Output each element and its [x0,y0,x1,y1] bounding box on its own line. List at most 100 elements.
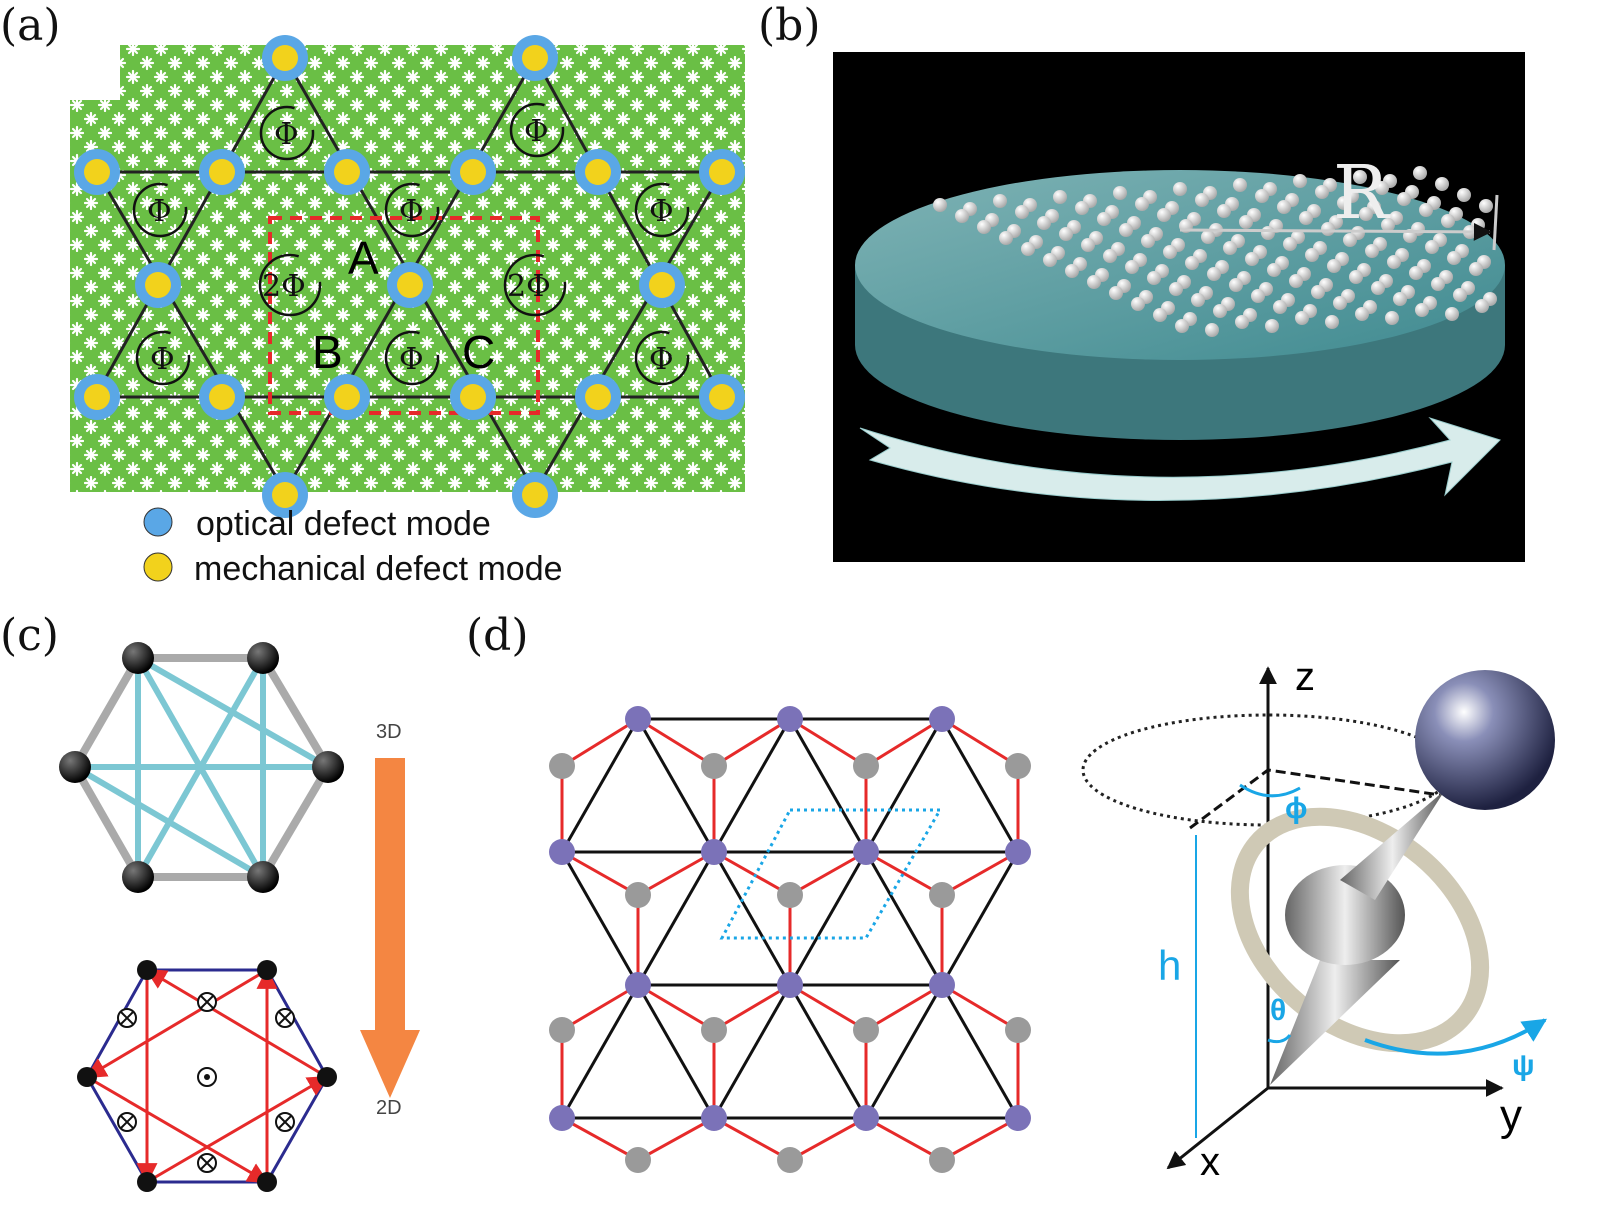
carbon-atom [1119,223,1133,237]
panel-d-label: (d) [466,610,529,661]
mechanical-defect-node [709,159,735,185]
carbon-atom [1233,178,1247,192]
carbon-atom [1289,274,1303,288]
carbon-atom [1153,308,1167,322]
carbon-atom [1109,286,1123,300]
mechanical-defect-node [272,45,298,71]
carbon-atom [1445,307,1459,321]
carbon-atom [1075,201,1089,215]
gyroscope-upper-spike [1340,790,1445,900]
carbon-atom [1265,319,1279,333]
red-bond [865,850,943,897]
carbon-atom [1327,259,1341,273]
red-bond [713,850,791,897]
carbon-atom [1195,193,1209,207]
carbon-atom [1435,177,1449,191]
carbon-atom [1169,282,1183,296]
red-bond [637,850,715,897]
purple-site [1005,1105,1031,1131]
label-3d: 3D [376,721,402,743]
carbon-atom [1245,252,1259,266]
z-axis-label: z [1295,655,1315,699]
mechanical-defect-node [334,159,360,185]
gray-site [853,753,879,779]
flux-phi-label: Φ [274,117,299,152]
carbon-atom [1365,244,1379,258]
grey-strut [71,655,142,770]
x-axis [1166,1086,1269,1170]
carbon-atom [1163,245,1177,259]
theta-label: θ [1270,994,1286,1027]
gyroscope-lower-cone [1270,960,1400,1085]
carbon-atom [1311,285,1325,299]
black-bond [940,851,1020,986]
icosahedron [59,642,344,893]
carbon-atom [1475,299,1489,313]
legend-mechanical-text: mechanical defect mode [194,550,563,588]
cross-mark [120,1115,134,1129]
height-label: h [1158,942,1181,989]
black-bond [636,984,716,1119]
vertex-ball [122,642,154,674]
flux-circulation-arrow [384,182,440,238]
red-bond [561,717,639,768]
mechanical-defect-node [209,159,235,185]
carbon-atom [1201,230,1215,244]
gray-site [929,882,955,908]
carbon-atom [1321,222,1335,236]
carbon-atom [1431,277,1445,291]
carbon-atom [1185,256,1199,270]
purple-site [929,706,955,732]
carbon-atom [1343,233,1357,247]
carbon-atom [1213,304,1227,318]
black-bond [636,851,716,986]
red-bond [865,1116,943,1162]
dot-mark [204,1074,210,1080]
carbon-atom [1479,199,1493,213]
mechanical-defect-node [585,384,611,410]
cross-mark [278,1115,292,1129]
hexagon-vertex [317,1067,337,1087]
carbon-atom [1147,271,1161,285]
grey-strut [71,765,142,879]
purple-site [853,1105,879,1131]
purple-site [625,706,651,732]
red-hopping-arrow [145,968,328,1079]
red-hopping-arrow [146,1075,329,1184]
red-hopping-arrow [85,968,268,1079]
projection-lines [1189,768,1441,830]
vertex-ball [59,751,91,783]
flux-phi-label: Φ [399,342,424,377]
carbon-atom [1337,196,1351,210]
black-bond [864,718,944,853]
red-bond [637,983,715,1032]
carbon-atom [1021,242,1035,256]
phi-arc [1239,783,1301,798]
flux-circulation-arrow [509,102,565,158]
red-bond [713,1116,791,1162]
red-bond [941,1116,1019,1162]
legend-mechanical-marker [143,552,173,582]
gray-site [929,1147,955,1173]
psi-arrow [1364,1018,1548,1056]
carbon-atom [1157,208,1171,222]
panel-d-gyroscope-lattice: z y x h θ ϕ ψ [549,655,1555,1184]
purple-site [549,1105,575,1131]
carbon-atom [1173,182,1187,196]
hexagon-vertex [137,960,157,980]
carbon-atom [1385,311,1399,325]
carbon-atom [999,231,1013,245]
mechanical-defect-node [84,384,110,410]
carbon-atom [1087,275,1101,289]
vertex-ball [247,861,279,893]
gray-site [549,753,575,779]
carbon-atom [1217,204,1231,218]
purple-site [549,839,575,865]
red-bond [941,983,1019,1032]
carbon-atom [1453,288,1467,302]
carbon-atom [1415,303,1429,317]
flux-circulation-arrow [384,330,440,386]
carbon-atom [1457,188,1471,202]
carbon-atom [1207,267,1221,281]
